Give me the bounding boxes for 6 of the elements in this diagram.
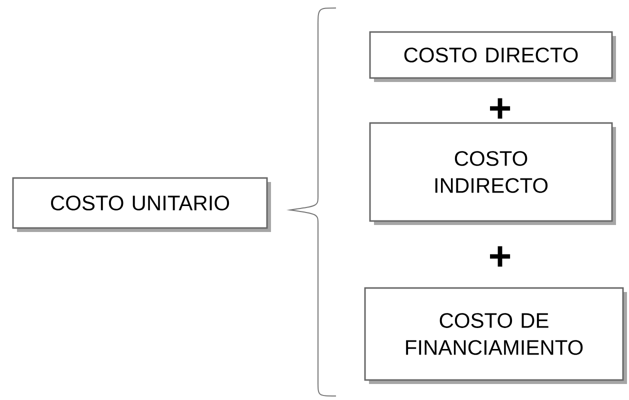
plus-sign: + (490, 98, 510, 119)
text-box: COSTO DE FINANCIAMIENTO (364, 287, 627, 384)
text-box: COSTO INDIRECTO (369, 122, 616, 225)
plus-sign: + (490, 246, 510, 267)
text-box: COSTO DIRECTO (369, 31, 616, 82)
text-box: COSTO UNITARIO (12, 177, 271, 232)
